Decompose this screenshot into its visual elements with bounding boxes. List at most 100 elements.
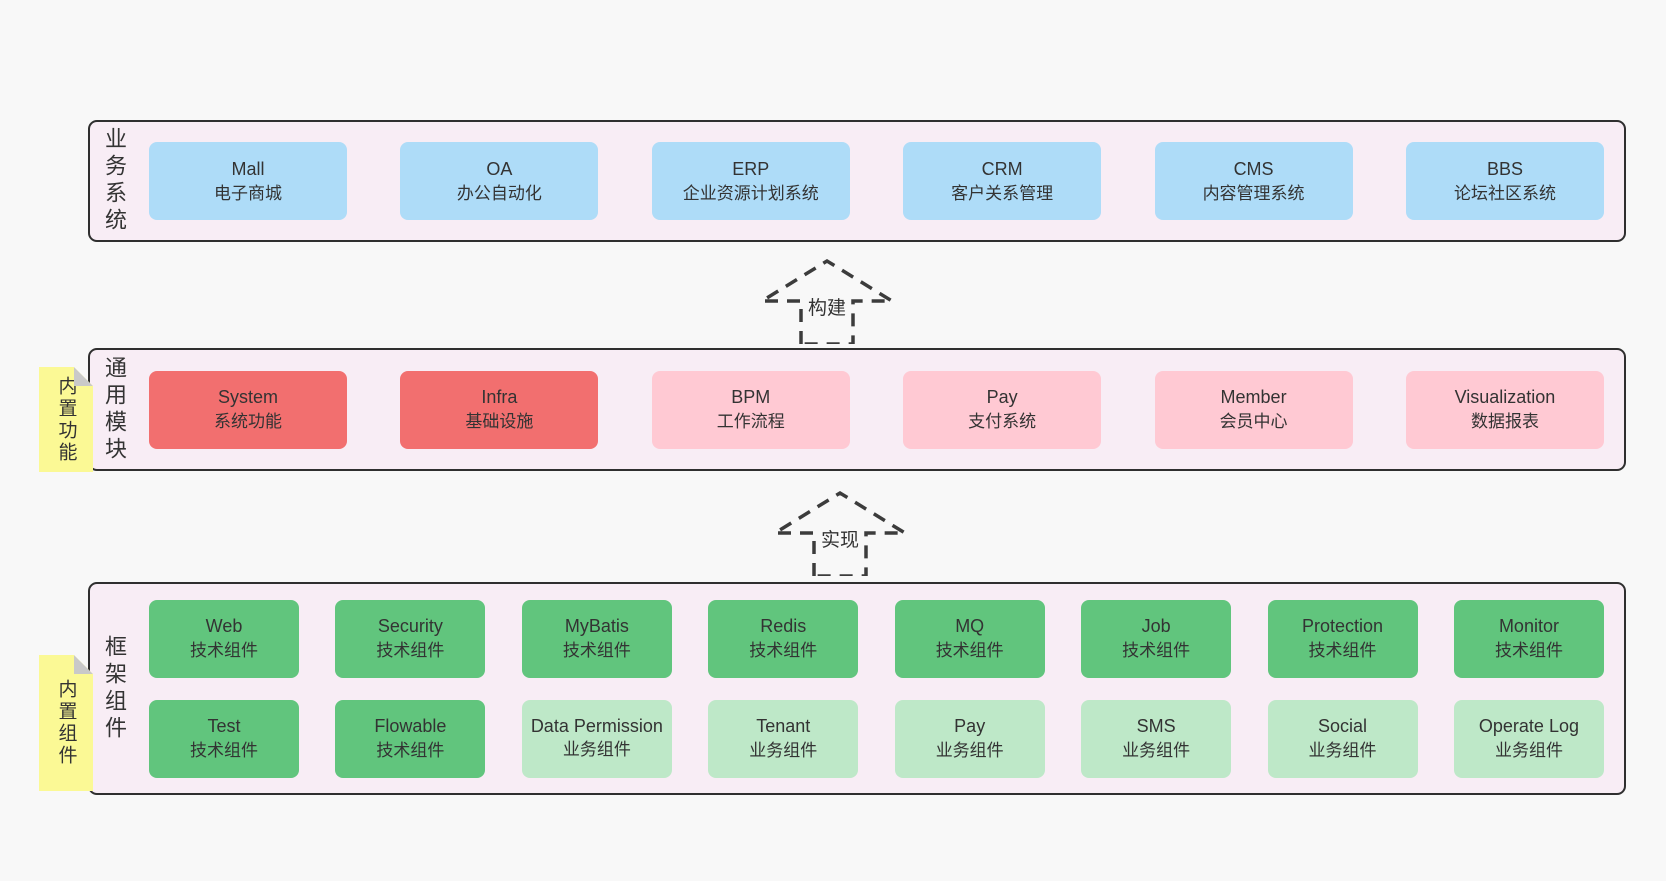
box-monitor: Monitor 技术组件	[1453, 599, 1604, 678]
box-bbs: BBS 论坛社区系统	[1405, 142, 1604, 220]
box-monitor-zh: 技术组件	[1494, 641, 1563, 661]
box-data-permission-zh: 业务组件	[562, 739, 631, 759]
builtin-components-note-text: 内置组件	[55, 679, 77, 767]
box-mall: Mall 电子商城	[149, 142, 347, 220]
box-social: Social 业务组件	[1267, 699, 1418, 778]
box-pay-component-zh: 业务组件	[935, 741, 1004, 761]
box-system-zh: 系统功能	[214, 412, 282, 432]
box-pay-module-en: Pay	[986, 387, 1018, 407]
up-arrow-icon	[757, 258, 897, 344]
box-web-zh: 技术组件	[190, 641, 258, 661]
box-security-en: Security	[377, 616, 443, 636]
box-erp-zh: 企业资源计划系统	[682, 183, 819, 203]
box-crm-en: CRM	[981, 158, 1023, 179]
implement-arrow: 实现	[770, 488, 910, 576]
box-sms-en: SMS	[1136, 716, 1176, 736]
box-protection: Protection 技术组件	[1267, 599, 1418, 678]
box-system-en: System	[217, 387, 278, 407]
box-mall-en: Mall	[231, 158, 265, 179]
box-oa-en: OA	[486, 158, 513, 179]
box-member: Member 会员中心	[1154, 370, 1353, 449]
box-oa-zh: 办公自动化	[456, 183, 542, 203]
box-test: Test 技术组件	[149, 699, 299, 778]
box-member-zh: 会员中心	[1219, 412, 1288, 432]
band2-label: 通用模块	[102, 355, 127, 464]
box-security: Security 技术组件	[335, 599, 486, 678]
builtin-features-note-text: 内置功能	[55, 375, 77, 464]
build-arrow-label: 构建	[804, 292, 850, 321]
box-monitor-en: Monitor	[1498, 616, 1559, 636]
box-pay-module: Pay 支付系统	[903, 370, 1102, 449]
box-bbs-en: BBS	[1486, 158, 1523, 179]
band3-row1: Web 技术组件 Security 技术组件 MyBatis 技术组件 Redi…	[149, 599, 1604, 678]
box-web-en: Web	[205, 616, 243, 636]
box-job: Job 技术组件	[1081, 599, 1232, 678]
box-pay-component: Pay 业务组件	[894, 699, 1045, 778]
box-erp: ERP 企业资源计划系统	[651, 142, 850, 220]
box-visualization-zh: 数据报表	[1470, 412, 1539, 432]
common-modules-band: 通用模块 System 系统功能 Infra 基础设施 BPM 工作流程 Pay…	[88, 348, 1626, 471]
up-arrow-icon	[770, 490, 910, 576]
box-bpm-en: BPM	[731, 387, 771, 407]
builtin-components-note: 内置组件	[39, 655, 93, 791]
box-test-zh: 技术组件	[190, 741, 258, 761]
box-mybatis-zh: 技术组件	[562, 641, 631, 661]
framework-components-band: 框架组件 Web 技术组件 Security 技术组件 MyBatis 技术组件…	[88, 582, 1626, 795]
box-flowable-en: Flowable	[374, 716, 447, 736]
box-mq: MQ 技术组件	[894, 599, 1045, 678]
box-pay-module-zh: 支付系统	[968, 412, 1037, 432]
box-pay-component-en: Pay	[954, 716, 986, 736]
band3-row2: Test 技术组件 Flowable 技术组件 Data Permission …	[149, 699, 1604, 778]
band2-boxes: System 系统功能 Infra 基础设施 BPM 工作流程 Pay 支付系统…	[125, 370, 1624, 449]
box-mybatis-en: MyBatis	[564, 616, 629, 636]
box-social-en: Social	[1318, 716, 1368, 736]
box-social-zh: 业务组件	[1308, 741, 1377, 761]
box-mall-zh: 电子商城	[214, 183, 282, 203]
box-data-permission: Data Permission 业务组件	[521, 699, 672, 778]
box-visualization: Visualization 数据报表	[1405, 370, 1604, 449]
box-job-zh: 技术组件	[1122, 641, 1191, 661]
box-bpm-zh: 工作流程	[716, 412, 785, 432]
box-sms: SMS 业务组件	[1081, 699, 1232, 778]
box-protection-zh: 技术组件	[1308, 641, 1377, 661]
box-crm: CRM 客户关系管理	[903, 142, 1102, 220]
box-test-en: Test	[207, 716, 241, 736]
box-protection-en: Protection	[1302, 616, 1384, 636]
box-bpm: BPM 工作流程	[651, 370, 850, 449]
box-operate-log: Operate Log 业务组件	[1453, 699, 1604, 778]
box-system: System 系统功能	[149, 370, 347, 449]
box-flowable-zh: 技术组件	[376, 741, 445, 761]
builtin-features-note: 内置功能	[39, 367, 93, 472]
box-data-permission-en: Data Permission	[530, 716, 663, 737]
band3-boxes: Web 技术组件 Security 技术组件 MyBatis 技术组件 Redi…	[125, 599, 1624, 778]
box-redis: Redis 技术组件	[708, 599, 859, 678]
box-crm-zh: 客户关系管理	[951, 183, 1054, 203]
box-erp-en: ERP	[732, 158, 770, 179]
band1-boxes: Mall 电子商城 OA 办公自动化 ERP 企业资源计划系统 CRM 客户关系…	[125, 142, 1624, 220]
box-flowable: Flowable 技术组件	[335, 699, 486, 778]
box-cms-zh: 内容管理系统	[1202, 183, 1305, 203]
box-tenant-en: Tenant	[756, 716, 811, 736]
box-job-en: Job	[1141, 616, 1171, 636]
box-infra-zh: 基础设施	[465, 412, 534, 432]
box-member-en: Member	[1220, 387, 1287, 407]
box-cms: CMS 内容管理系统	[1154, 142, 1353, 220]
box-redis-zh: 技术组件	[749, 641, 818, 661]
box-infra-en: Infra	[481, 387, 518, 407]
band3-label: 框架组件	[102, 634, 127, 743]
box-mq-zh: 技术组件	[935, 641, 1004, 661]
box-tenant-zh: 业务组件	[749, 741, 818, 761]
box-infra: Infra 基础设施	[400, 370, 599, 449]
box-cms-en: CMS	[1233, 158, 1274, 179]
box-sms-zh: 业务组件	[1122, 741, 1191, 761]
box-operate-log-zh: 业务组件	[1494, 741, 1563, 761]
box-oa: OA 办公自动化	[400, 142, 599, 220]
box-web: Web 技术组件	[149, 599, 299, 678]
box-visualization-en: Visualization	[1454, 387, 1556, 407]
box-tenant: Tenant 业务组件	[708, 699, 859, 778]
box-redis-en: Redis	[760, 616, 807, 636]
box-security-zh: 技术组件	[376, 641, 445, 661]
build-arrow: 构建	[757, 256, 897, 344]
box-mybatis: MyBatis 技术组件	[521, 599, 672, 678]
